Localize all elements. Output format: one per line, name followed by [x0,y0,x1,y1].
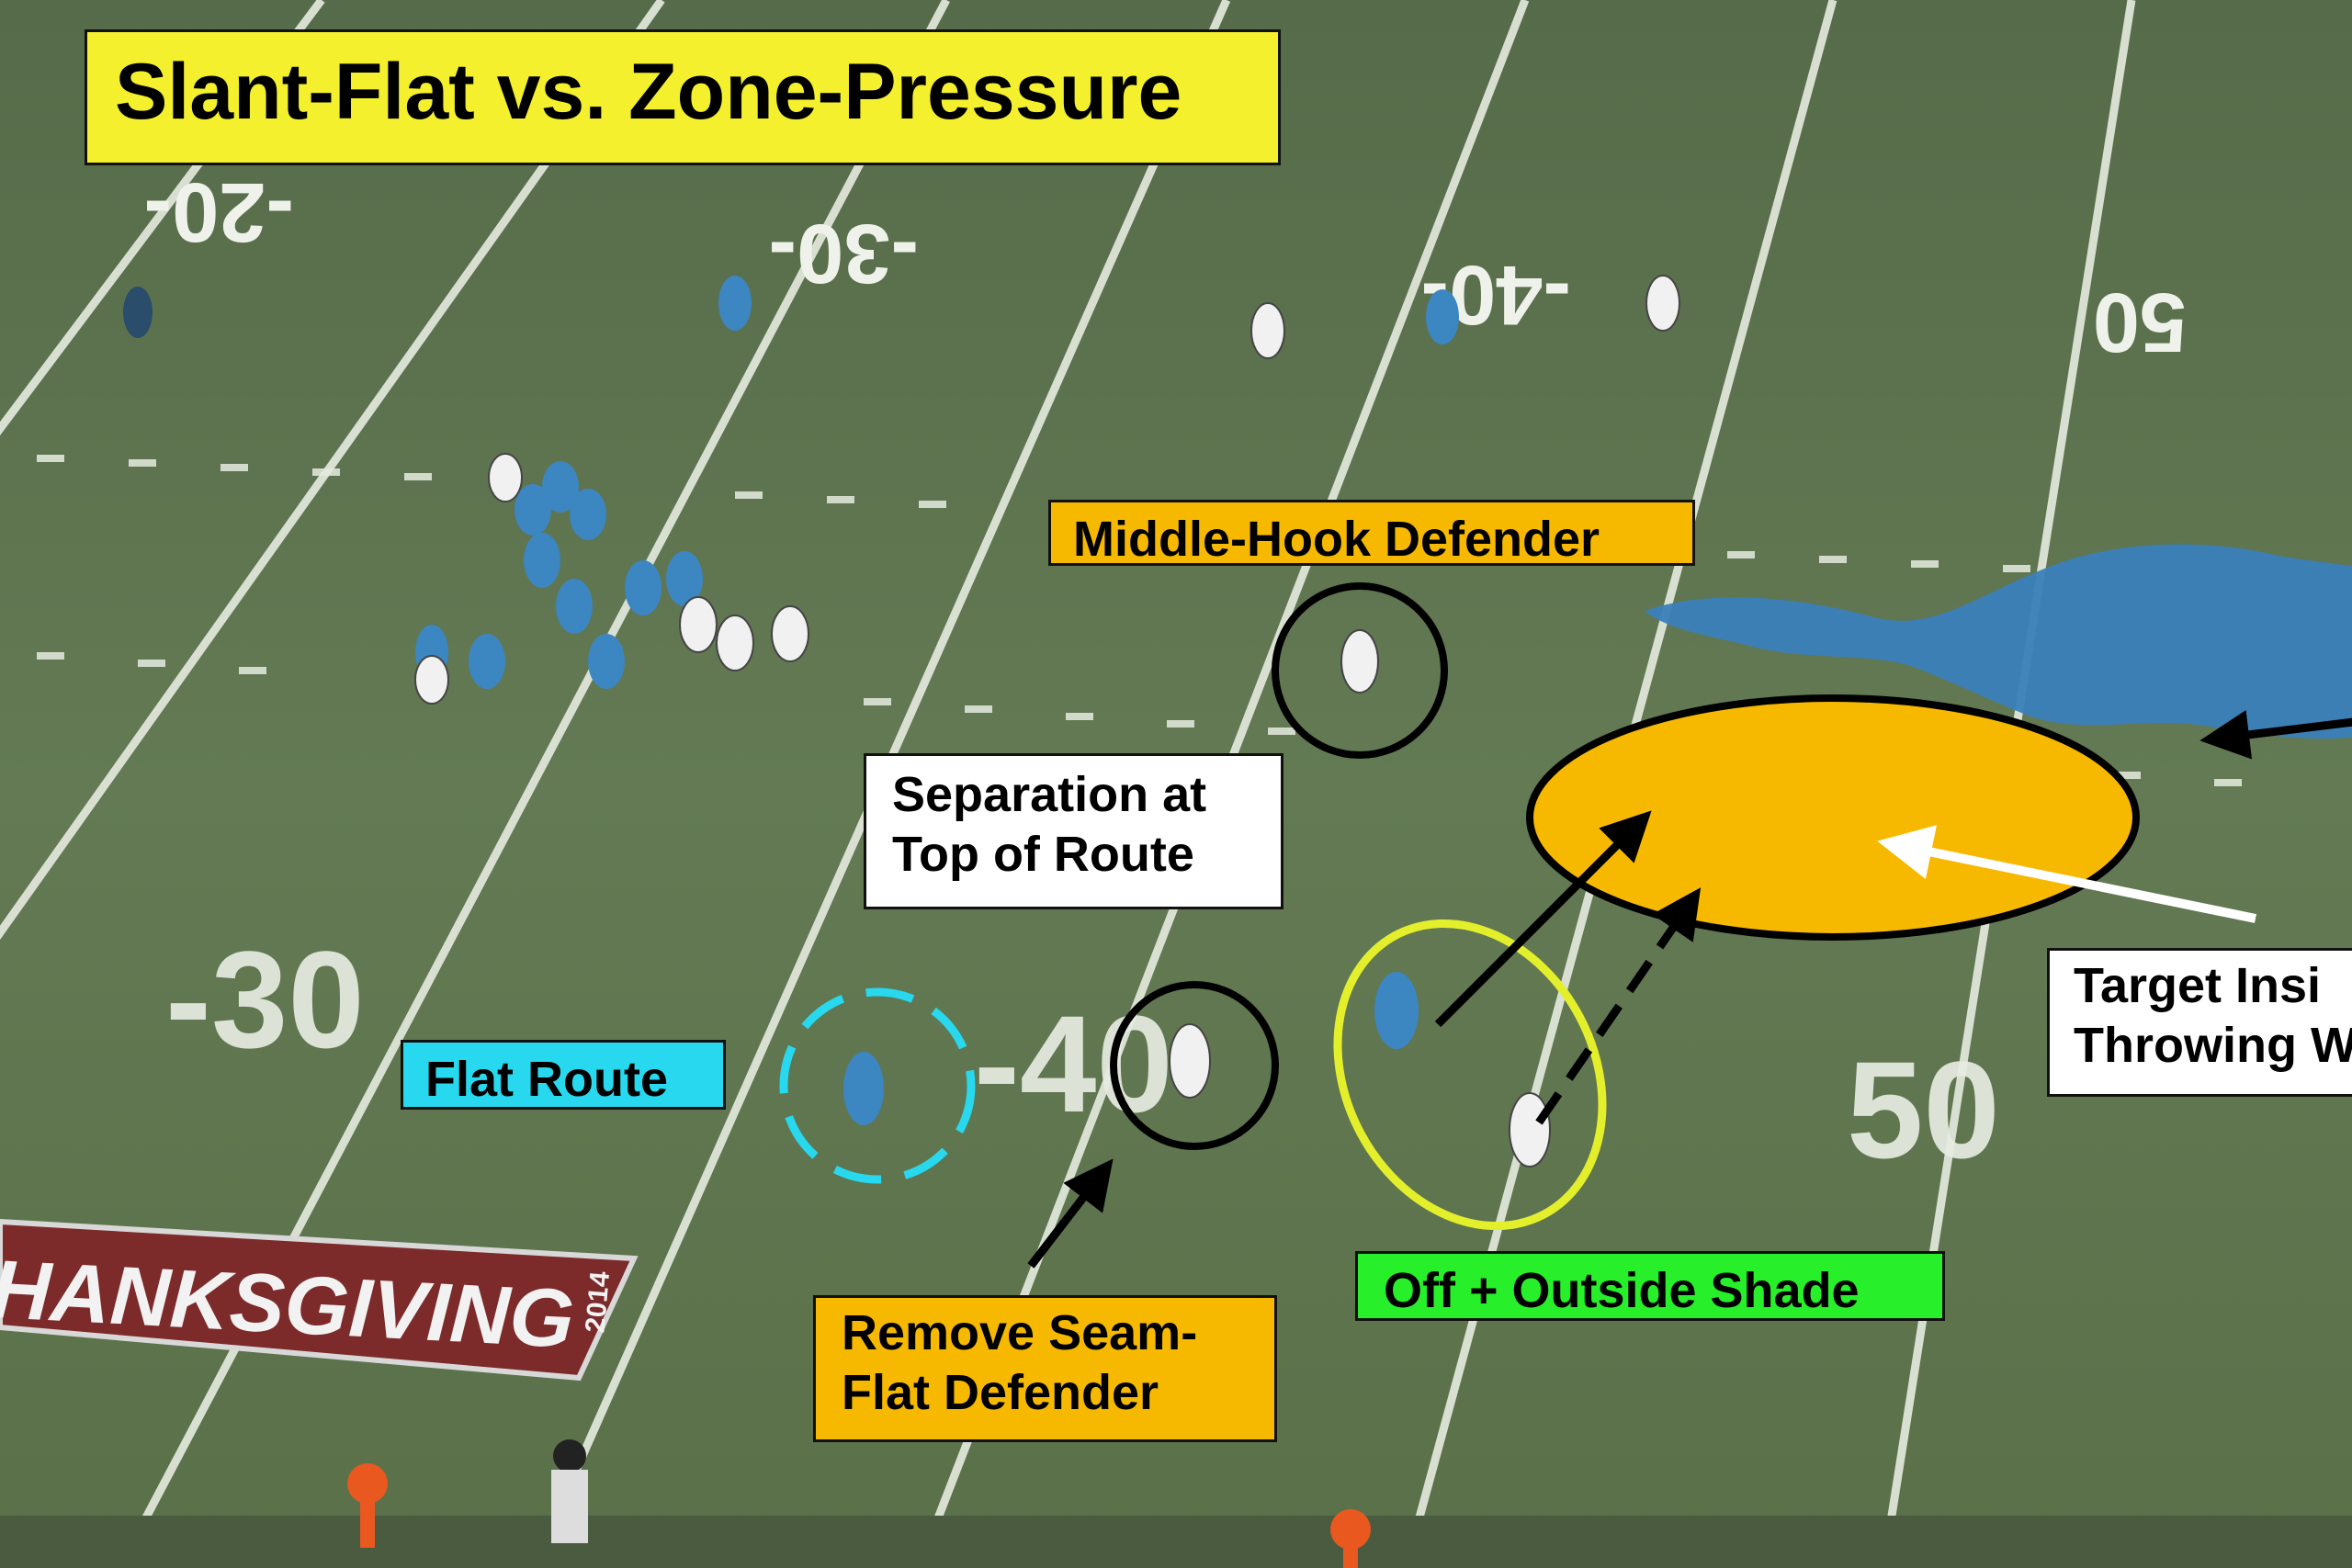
yard-number-far-2: -30- [768,207,919,300]
remove-seam-flat-defender-label: Remove Seam- Flat Defender [813,1295,1277,1442]
diagram-title: Slant-Flat vs. Zone-Pressure [85,29,1281,165]
flat-route-label: Flat Route [401,1040,726,1110]
yard-number-near-2: -40 [974,987,1173,1141]
football-player [414,275,1680,1168]
target-zone-ellipse [1526,694,2140,941]
players [123,275,1680,1168]
lion-logo [1645,544,2352,739]
target-label-line-2: Throwing W [2074,1017,2352,1073]
separation-label-line-1: Separation at [892,767,1207,822]
yard-number-far-1: -20- [143,165,294,259]
offscreen-pointer-arrow [2199,709,2352,760]
flat-route-circle [779,987,976,1184]
football-player [123,276,1459,1125]
thanksgiving-banner: HANKSGIVING 2014 [0,1218,639,1382]
remove-seam-label-line-2: Flat Defender [842,1364,1159,1420]
remove-seam-label-line-1: Remove Seam- [842,1305,1198,1360]
middle-hook-defender-circle [1272,582,1448,759]
yard-numbers-far: -20- -30- -40- 50 [143,165,2187,369]
off-outside-shade-label: Off + Outside Shade [1355,1251,1945,1321]
seam-flat-defender-circle [1110,981,1279,1150]
remove-defender-arrow [1027,1158,1114,1269]
off-outside-shade-ellipse [1333,919,1607,1231]
target-label: Target Insi Throwing W [2047,948,2352,1097]
sideline-markers [347,1439,1371,1568]
target-label-line-1: Target Insi [2074,958,2322,1013]
yard-numbers-near: -30 -40 50 [165,922,2000,1187]
separation-label-line-2: Top of Route [892,826,1194,882]
yard-number-near-3: 50 [1847,1032,2000,1187]
yard-number-far-4: 50 [2093,276,2187,369]
target-pointer-arrow [1877,825,2257,923]
middle-hook-defender-label: Middle-Hook Defender [1048,500,1695,567]
yard-number-near-1: -30 [165,922,365,1077]
sideline-crowd [0,1516,2352,1568]
defender-break-arrow [1535,887,1702,1125]
banner-year: 2014 [580,1270,616,1335]
hash-marks [37,455,2242,786]
separation-label: Separation at Top of Route [864,753,1283,909]
slant-route-arrow [1434,810,1652,1028]
